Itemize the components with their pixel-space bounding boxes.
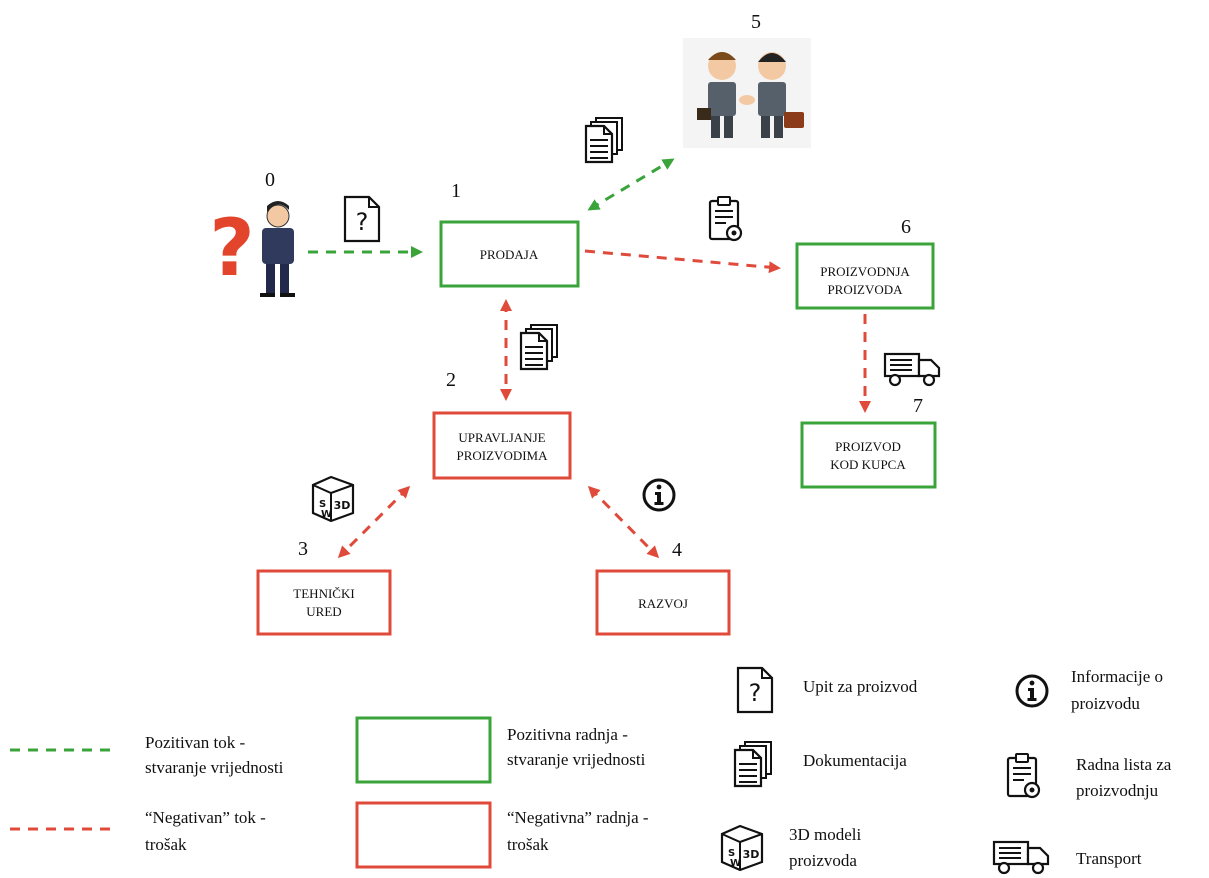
legend-inquiry-label: Upit za proizvod	[803, 677, 918, 696]
node-upravljanje-proizvodima: 2 UPRAVLJANJE PROIZVODIMA	[432, 369, 572, 480]
flow-prodaja-handshake	[587, 158, 675, 211]
legend-worklist-line1: Radna lista za	[1076, 755, 1172, 774]
legend: Pozitivan tok - stvaranje vrijednosti “N…	[10, 666, 1172, 875]
node-5-number: 5	[751, 11, 761, 33]
node-2-number: 2	[446, 369, 456, 391]
flow-upravljanje-tehnicki	[337, 485, 411, 559]
node-6-line2: PROIZVODA	[827, 282, 903, 297]
legend-worklist-line2: proizvodnju	[1076, 781, 1159, 800]
handshake-icon	[683, 38, 811, 148]
node-1-number: 1	[451, 180, 461, 202]
inquiry-icon	[343, 195, 381, 243]
node-6-number: 6	[901, 216, 911, 238]
legend-negative-action-line2: trošak	[507, 835, 549, 854]
legend-sw-3d-icon	[720, 824, 764, 872]
node-razvoj: 4 RAZVOJ	[595, 539, 731, 636]
truck-icon	[883, 352, 941, 387]
node-prodaja: 1 PRODAJA	[439, 180, 580, 288]
sw-3d-model-icon	[311, 475, 355, 523]
legend-negative-flow-line1: “Negativan” tok -	[145, 808, 266, 827]
node-tehnicki-ured: 3 TEHNIČKI URED	[256, 538, 392, 636]
node-proizvodnja-proizvoda: 6 PROIZVODNJA PROIZVODA	[795, 216, 935, 310]
node-proizvod-kod-kupca: 7 PROIZVOD KOD KUPCA	[800, 395, 937, 489]
legend-truck-icon	[992, 840, 1050, 875]
legend-positive-flow-line1: Pozitivan tok -	[145, 733, 245, 752]
node-3-line1: TEHNIČKI	[293, 586, 354, 601]
legend-info-line1: Informacije o	[1071, 667, 1163, 686]
legend-transport-label: Transport	[1076, 849, 1142, 868]
legend-worklist-icon	[1006, 752, 1041, 799]
worklist-icon	[708, 195, 743, 242]
node-3-number: 3	[298, 538, 308, 560]
legend-inquiry-icon	[736, 666, 774, 714]
node-0-number: 0	[265, 169, 275, 191]
documentation-icon	[584, 116, 624, 164]
legend-documentation-icon	[733, 740, 773, 788]
flow-upravljanje-razvoj	[587, 485, 660, 559]
node-4-label: RAZVOJ	[638, 596, 688, 611]
legend-info-icon	[1015, 674, 1049, 708]
legend-positive-action-line2: stvaranje vrijednosti	[507, 750, 646, 769]
legend-documentation-label: Dokumentacija	[803, 751, 907, 770]
legend-negative-flow-line2: trošak	[145, 835, 187, 854]
node-7-line1: PROIZVOD	[835, 439, 901, 454]
info-icon	[642, 478, 676, 512]
node-7-line2: KOD KUPCA	[830, 457, 906, 472]
documentation-icon	[519, 323, 559, 371]
legend-positive-action-line1: Pozitivna radnja -	[507, 725, 628, 744]
legend-negative-action-line1: “Negativna” radnja -	[507, 808, 649, 827]
node-3-line2: URED	[306, 604, 341, 619]
svg-text:?: ?	[209, 204, 254, 294]
legend-models-line1: 3D modeli	[789, 825, 862, 844]
legend-positive-action-box	[355, 716, 492, 784]
node-6-line1: PROIZVODNJA	[820, 264, 910, 279]
flow-prodaja-to-proizvodnja	[584, 249, 781, 274]
node-2-line1: UPRAVLJANJE	[458, 430, 545, 445]
customer-question-icon: ?	[209, 201, 295, 297]
legend-positive-flow-line2: stvaranje vrijednosti	[145, 758, 284, 777]
legend-info-line2: proizvodu	[1071, 694, 1140, 713]
node-7-number: 7	[913, 395, 923, 417]
node-1-label: PRODAJA	[480, 247, 539, 262]
node-4-number: 4	[672, 539, 682, 561]
legend-models-line2: proizvoda	[789, 851, 857, 870]
legend-negative-action-box	[355, 801, 492, 869]
node-2-line2: PROIZVODIMA	[457, 448, 549, 463]
